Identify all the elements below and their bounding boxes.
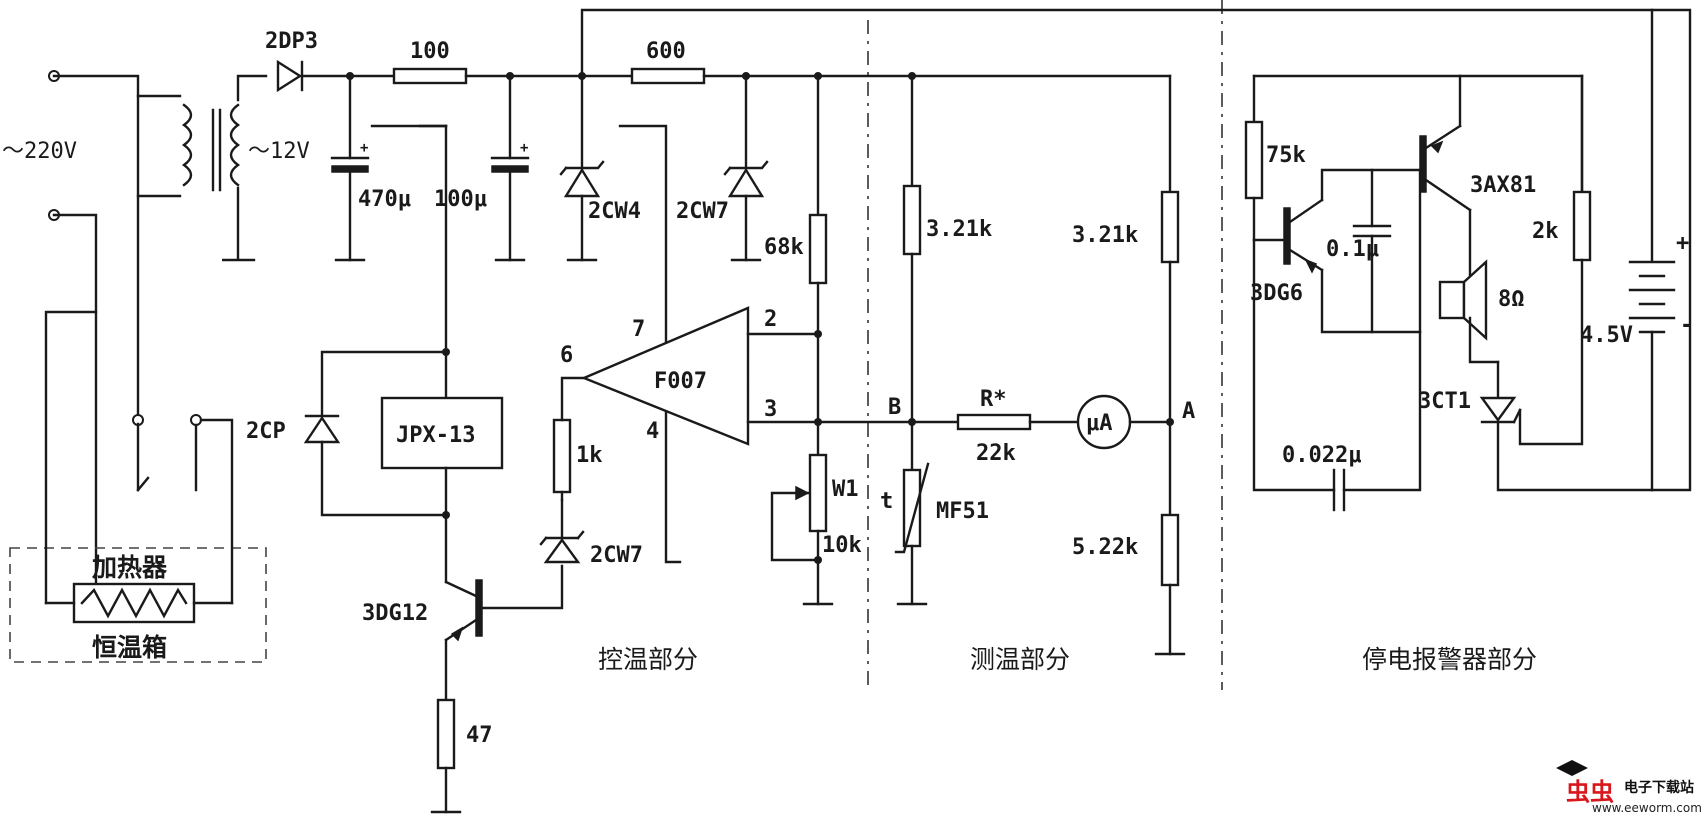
wire-top-loop: [580, 8, 1692, 492]
pin-7-label: 7: [632, 317, 645, 342]
resistor-r-star: [956, 413, 1032, 431]
capacitor-470u-label: 470μ: [358, 187, 411, 212]
resistor-1k: [552, 418, 572, 494]
transistor-3dg6: [1283, 168, 1422, 334]
thermistor-mf51: [894, 420, 930, 606]
section-control-label: 控温部分: [598, 645, 698, 674]
pin-6-label: 6: [560, 343, 573, 368]
watermark-logo-text: 虫虫: [1566, 778, 1614, 806]
graduation-cap-icon: [1556, 760, 1588, 776]
scr-label: 3CT1: [1418, 389, 1471, 414]
zener-2cw4: [559, 74, 605, 262]
resistor-600-label: 600: [646, 39, 686, 64]
resistor-5-22k-label: 5.22k: [1072, 535, 1138, 560]
relay-jpx13: [380, 396, 504, 470]
scr-3ct1: [1479, 360, 1654, 492]
capacitor-100u: +: [490, 74, 530, 262]
oven-enclosure: [9, 547, 267, 663]
pot-10k-label: 10k: [822, 533, 862, 558]
watermark-site-name: 电子下载站: [1624, 779, 1694, 796]
resistor-2k-label: 2k: [1532, 219, 1559, 244]
speaker-label: 8Ω: [1498, 287, 1525, 312]
thermistor-mf51-label: MF51: [936, 499, 989, 524]
resistor-3-21k-left-label: 3.21k: [926, 217, 992, 242]
battery-label: 4.5V: [1580, 323, 1633, 348]
zener-2cw7-bottom-label: 2CW7: [590, 543, 643, 568]
zener-2cw7-bottom: [539, 498, 585, 564]
wire-2cp-top: [320, 350, 448, 416]
wire-pin4: [664, 410, 682, 564]
diode-2dp3-label: 2DP3: [265, 29, 318, 54]
resistor-1k-label: 1k: [576, 443, 603, 468]
resistor-r-star-label: R*: [980, 387, 1007, 412]
pin-4-label: 4: [646, 419, 659, 444]
opamp-label: F007: [654, 369, 707, 394]
wire-heater-right: [199, 418, 234, 605]
resistor-68k-label: 68k: [764, 235, 804, 260]
transistor-3dg12: [444, 564, 564, 702]
pin-2-label: 2: [764, 307, 777, 332]
resistor-75k: [1244, 74, 1286, 242]
resistor-3-21k-right-label: 3.21k: [1072, 223, 1138, 248]
resistor-100-label: 100: [410, 39, 450, 64]
rectifier-diode-2dp3: [276, 59, 304, 93]
battery-plus-label: +: [1676, 231, 1689, 256]
svg-text:+: +: [360, 140, 368, 156]
pot-w1-label: W1: [832, 477, 859, 502]
resistor-3-21k-right: [1160, 74, 1180, 517]
capacitor-470u: +: [330, 74, 370, 262]
resistor-100: [392, 67, 468, 85]
resistor-68k: [808, 74, 828, 424]
resistor-2k: [1518, 74, 1592, 446]
wire-pin7: [618, 124, 668, 344]
svg-text:+: +: [520, 140, 528, 156]
transformer: [136, 74, 268, 262]
relay-jpx13-label: JPX-13: [396, 423, 475, 448]
watermark-url: www.eeworm.com: [1592, 801, 1702, 815]
ac-input-label: ～220V: [2, 139, 77, 164]
capacitor-0-022u: [1252, 238, 1422, 512]
thermistor-t-label: t: [880, 489, 893, 514]
microammeter-label: μA: [1086, 411, 1113, 436]
capacitor-0-1u: [1352, 168, 1392, 334]
ac-output-label: ～12V: [248, 139, 310, 164]
pin-3-label: 3: [764, 397, 777, 422]
transistor-3dg12-label: 3DG12: [362, 601, 428, 626]
section-measure-label: 测温部分: [970, 645, 1070, 674]
battery-4-5v: [1628, 8, 1676, 492]
diode-2cp-label: 2CP: [246, 419, 286, 444]
transistor-3ax81-label: 3AX81: [1470, 173, 1536, 198]
potentiometer-w1: [770, 420, 834, 606]
heater-element: [44, 582, 234, 624]
resistor-3-21k-left: [902, 74, 922, 424]
transistor-3dg6-label: 3DG6: [1250, 281, 1303, 306]
resistor-22k-label: 22k: [976, 441, 1016, 466]
section-alarm-label: 停电报警器部分: [1362, 645, 1537, 674]
zener-2cw4-label: 2CW4: [588, 199, 641, 224]
zener-2cw7-top: [723, 74, 769, 262]
wire-heater-left: [44, 310, 98, 605]
battery-minus-label: -: [1680, 313, 1693, 338]
heater-label: 加热器: [91, 553, 168, 582]
capacitor-0-1u-label: 0.1μ: [1326, 237, 1379, 262]
speaker-8ohm: [1438, 259, 1500, 364]
capacitor-0-022u-label: 0.022μ: [1282, 443, 1361, 468]
resistor-47: [436, 698, 456, 770]
zener-2cw7-top-label: 2CW7: [676, 199, 729, 224]
oven-label: 恒温箱: [92, 633, 167, 662]
resistor-600: [630, 67, 706, 85]
wire-opamp-out: [560, 376, 586, 422]
capacitor-100u-label: 100μ: [434, 187, 487, 212]
resistor-5-22k: [1154, 513, 1186, 656]
resistor-47-label: 47: [466, 723, 493, 748]
node-a-label: A: [1182, 399, 1195, 424]
watermark: 虫虫 电子下载站 www.eeworm.com: [1556, 760, 1702, 815]
node-b-label: B: [888, 395, 901, 420]
diode-2cp: [303, 414, 448, 517]
resistor-75k-label: 75k: [1266, 143, 1306, 168]
